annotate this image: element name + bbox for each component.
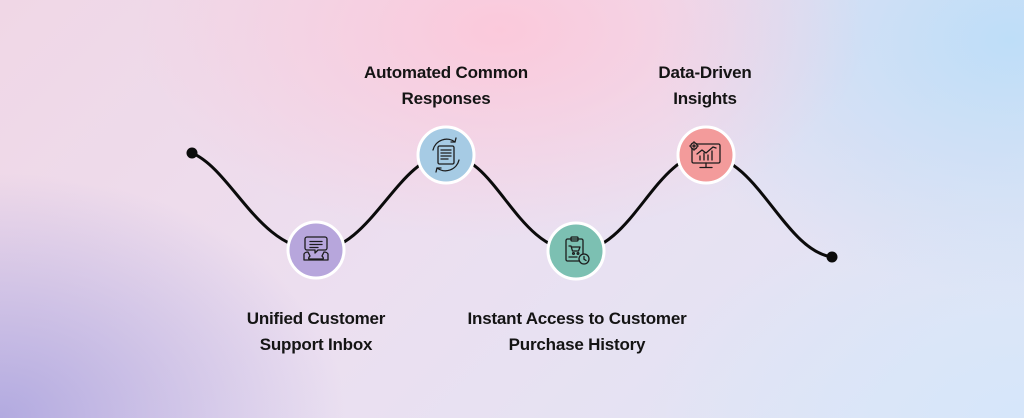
step-label-1-line-2: Support Inbox bbox=[259, 335, 373, 354]
step-label-4-line-2: Insights bbox=[673, 89, 737, 108]
step-label-1: Unified Customer Support Inbox bbox=[226, 306, 406, 358]
step-label-3-line-1: Automated Common bbox=[364, 63, 528, 82]
step-node-2 bbox=[416, 125, 476, 185]
chat-phone-icon bbox=[303, 236, 329, 261]
step-label-4-line-1: Data-Driven bbox=[658, 63, 752, 82]
step-node-4 bbox=[676, 125, 736, 185]
step-label-3-line-2: Responses bbox=[401, 89, 491, 108]
step-label-2: Instant Access to Customer Purchase Hist… bbox=[446, 306, 708, 358]
step-node-3 bbox=[546, 221, 606, 281]
step-label-4: Data-Driven Insights bbox=[640, 60, 770, 112]
step-label-2-line-1: Instant Access to Customer bbox=[467, 309, 687, 328]
analytics-monitor-icon bbox=[689, 141, 721, 169]
flow-end-dot bbox=[826, 251, 838, 263]
step-label-3: Automated Common Responses bbox=[352, 60, 540, 112]
step-label-1-line-1: Unified Customer bbox=[246, 309, 386, 328]
step-label-2-line-2: Purchase History bbox=[508, 335, 646, 354]
flow-start-dot bbox=[186, 147, 198, 159]
step-node-1 bbox=[286, 220, 346, 280]
purchase-history-icon bbox=[565, 236, 590, 265]
auto-reply-document-icon bbox=[432, 137, 460, 173]
